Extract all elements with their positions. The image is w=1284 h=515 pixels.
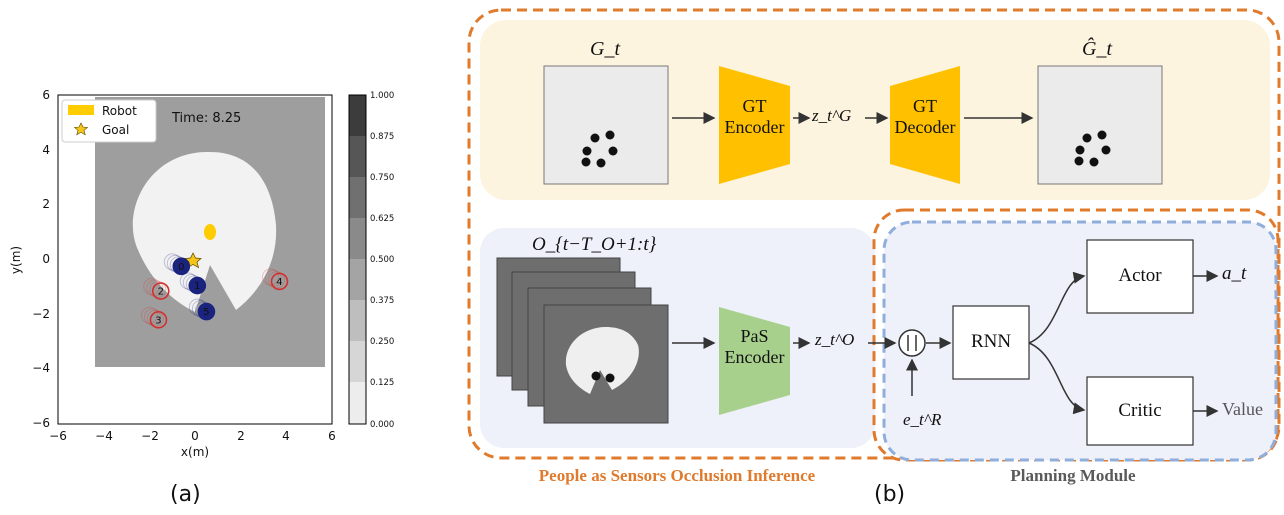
human-3 — [149, 311, 168, 329]
gt-reconstructed-image — [1037, 65, 1163, 185]
zo-label: z_t^O — [815, 330, 855, 349]
x-tick: 0 — [191, 429, 199, 443]
colorbar-ticks: 1.000 0.875 0.750 0.625 0.500 0.375 0.25… — [370, 91, 394, 430]
human-trail — [267, 271, 285, 289]
gt-humans — [581, 130, 618, 168]
colorbar-tick: 0.125 — [370, 378, 394, 388]
y-tick: −6 — [32, 416, 50, 430]
legend-robot-label: Robot — [102, 104, 137, 118]
occlusion-inference-caption: People as Sensors Occlusion Inference — [538, 466, 816, 485]
human-id-label: 0 — [178, 262, 184, 273]
planning-module-caption: Planning Module — [1010, 466, 1136, 485]
colorbar-tick: 0.250 — [370, 337, 394, 347]
colorbar — [348, 94, 367, 425]
gt-encoder-shape — [719, 66, 790, 184]
x-tick: −4 — [95, 429, 113, 443]
colorbar-tick: 0.375 — [370, 296, 394, 306]
x-tick: 2 — [237, 429, 245, 443]
gt-encoder-line2: Encoder — [724, 117, 785, 137]
gt-occupancy-image — [543, 65, 669, 185]
y-tick-labels: 6 4 2 0 −2 −4 −6 — [32, 88, 50, 430]
human-trail — [146, 309, 164, 327]
robot-state-label: e_t^R — [903, 410, 942, 429]
gt-decoder-shape — [890, 66, 960, 184]
arrow — [1028, 271, 1086, 344]
y-tick: −4 — [32, 361, 50, 375]
critic-label: Critic — [1118, 400, 1162, 421]
human-id-label: 4 — [276, 277, 282, 288]
pas-encoder-line2: Encoder — [724, 347, 785, 367]
occlusion-inference-region — [467, 8, 1281, 460]
planning-module-region — [882, 220, 1278, 462]
action-label: a_t — [1222, 263, 1247, 284]
panel-b-label: (b) — [874, 482, 906, 507]
y-tick: 0 — [42, 252, 50, 266]
y-tick: 6 — [42, 88, 50, 102]
gt-hat-humans — [1074, 130, 1111, 167]
robot-marker — [204, 224, 216, 240]
x-tick: 4 — [282, 429, 290, 443]
observation-stack — [496, 257, 669, 424]
x-tick: −6 — [49, 429, 67, 443]
colorbar-tick: 1.000 — [370, 91, 394, 101]
panel-a-label: (a) — [170, 482, 201, 507]
gt-encoder-line1: GT — [742, 96, 767, 116]
y-tick: 4 — [42, 143, 50, 157]
human-trail — [143, 278, 161, 296]
human-id-label: 5 — [203, 307, 209, 318]
human-2 — [151, 282, 170, 300]
colorbar-tick: 0.000 — [370, 420, 394, 430]
value-label: Value — [1222, 399, 1263, 419]
colorbar-tick: 0.500 — [370, 255, 394, 265]
x-tick: 6 — [328, 429, 336, 443]
human-id-label: 1 — [194, 281, 200, 292]
arrow — [1028, 342, 1086, 415]
observation-label: O_{t−T_O+1:t} — [532, 234, 657, 255]
critic-box — [1086, 376, 1194, 446]
gt-decoder-line1: GT — [913, 96, 937, 116]
gt-label: G_t — [590, 38, 620, 60]
legend-robot-swatch — [68, 105, 94, 115]
x-tick-labels: −6 −4 −2 0 2 4 6 — [49, 429, 336, 443]
pas-encoder-line1: PaS — [740, 326, 769, 346]
rnn-label: RNN — [970, 331, 1012, 352]
colorbar-tick: 0.625 — [370, 214, 394, 224]
y-tick: 2 — [42, 197, 50, 211]
human-0 — [172, 257, 191, 276]
architecture-diagram — [467, 8, 1281, 462]
time-text: Time: 8.25 — [171, 111, 241, 126]
human-4 — [270, 272, 289, 291]
human-trail — [140, 306, 158, 324]
colorbar-tick: 0.875 — [370, 132, 394, 142]
y-axis-label: y(m) — [9, 246, 23, 274]
concat-node — [898, 329, 926, 357]
humans-layer: 01 2 3 4 5 — [140, 253, 289, 329]
human-id-label: 2 — [158, 287, 164, 298]
gt-hat-label: Ĝ_t — [1082, 38, 1112, 60]
x-axis-label: x(m) — [181, 445, 209, 459]
human-id-label: 3 — [155, 315, 161, 326]
gt-decoder-line2: Decoder — [894, 117, 956, 137]
rnn-box — [952, 305, 1030, 380]
human-trail — [149, 281, 167, 299]
colorbar-tick: 0.750 — [370, 173, 394, 183]
actor-label: Actor — [1118, 265, 1162, 286]
x-tick: −2 — [141, 429, 159, 443]
human-trail — [261, 268, 279, 286]
human-5 — [197, 302, 216, 321]
actor-box — [1086, 239, 1194, 314]
legend-goal-icon — [73, 122, 89, 136]
pas-encoder-shape — [719, 307, 790, 415]
human-1 — [188, 276, 207, 295]
y-tick: −2 — [32, 307, 50, 321]
legend-goal-label: Goal — [102, 123, 129, 137]
zg-label: z_t^G — [812, 106, 852, 125]
